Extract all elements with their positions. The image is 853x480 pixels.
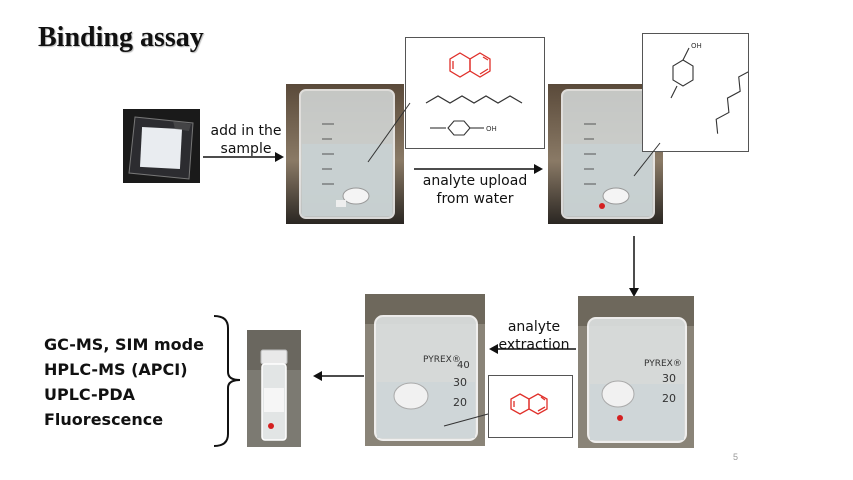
extraction-label: analyte extraction: [498, 319, 570, 353]
p-cresol-structure: [430, 120, 484, 136]
upload-arrow: [414, 164, 543, 174]
beaker-photo-3: PYREX® 30 20: [578, 296, 694, 448]
add-sample-label: add in the sample: [210, 123, 282, 157]
pointer-line-2: [633, 142, 661, 177]
vial-arrow: [313, 371, 364, 381]
method-item: UPLC-PDA: [44, 385, 136, 404]
page-number: 5: [733, 452, 739, 462]
svg-text:PYREX®: PYREX®: [644, 359, 682, 369]
structure-box-2: OH: [642, 33, 749, 152]
octane-structure-2: [715, 69, 748, 134]
method-item: GC-MS, SIM mode: [44, 335, 204, 354]
methods-bracket: [213, 315, 241, 447]
structure-box-1: OH: [405, 37, 545, 149]
svg-text:30: 30: [453, 376, 467, 389]
methods-list: GC-MS, SIM mode HPLC-MS (APCI) UPLC-PDA …: [44, 332, 204, 432]
upload-label: analyte upload from water: [422, 173, 528, 207]
pointer-line-3: [443, 413, 489, 427]
svg-text:20: 20: [453, 396, 467, 409]
naphthalene-structure-2: [510, 393, 548, 415]
sample-chip-photo: [123, 109, 200, 183]
svg-text:30: 30: [662, 372, 676, 385]
hydroxyl-label-2: OH: [691, 42, 702, 50]
slide-title: Binding assay: [38, 22, 204, 53]
pointer-line-1: [367, 102, 411, 163]
method-item: Fluorescence: [44, 410, 164, 429]
vial-photo: [247, 330, 301, 447]
down-arrow: [629, 236, 639, 297]
svg-text:20: 20: [662, 392, 676, 405]
svg-text:PYREX®: PYREX®: [423, 355, 461, 365]
svg-text:40: 40: [457, 360, 470, 371]
structure-box-3: [488, 375, 573, 438]
octane-structure: [425, 95, 523, 104]
p-cresol-structure-2: [670, 47, 694, 99]
method-item: HPLC-MS (APCI): [44, 360, 188, 379]
naphthalene-structure: [449, 52, 491, 78]
hydroxyl-label-1: OH: [486, 125, 497, 133]
add-sample-arrow: [203, 152, 284, 162]
beaker-photo-1: [286, 84, 404, 224]
extraction-arrow: [489, 344, 576, 354]
